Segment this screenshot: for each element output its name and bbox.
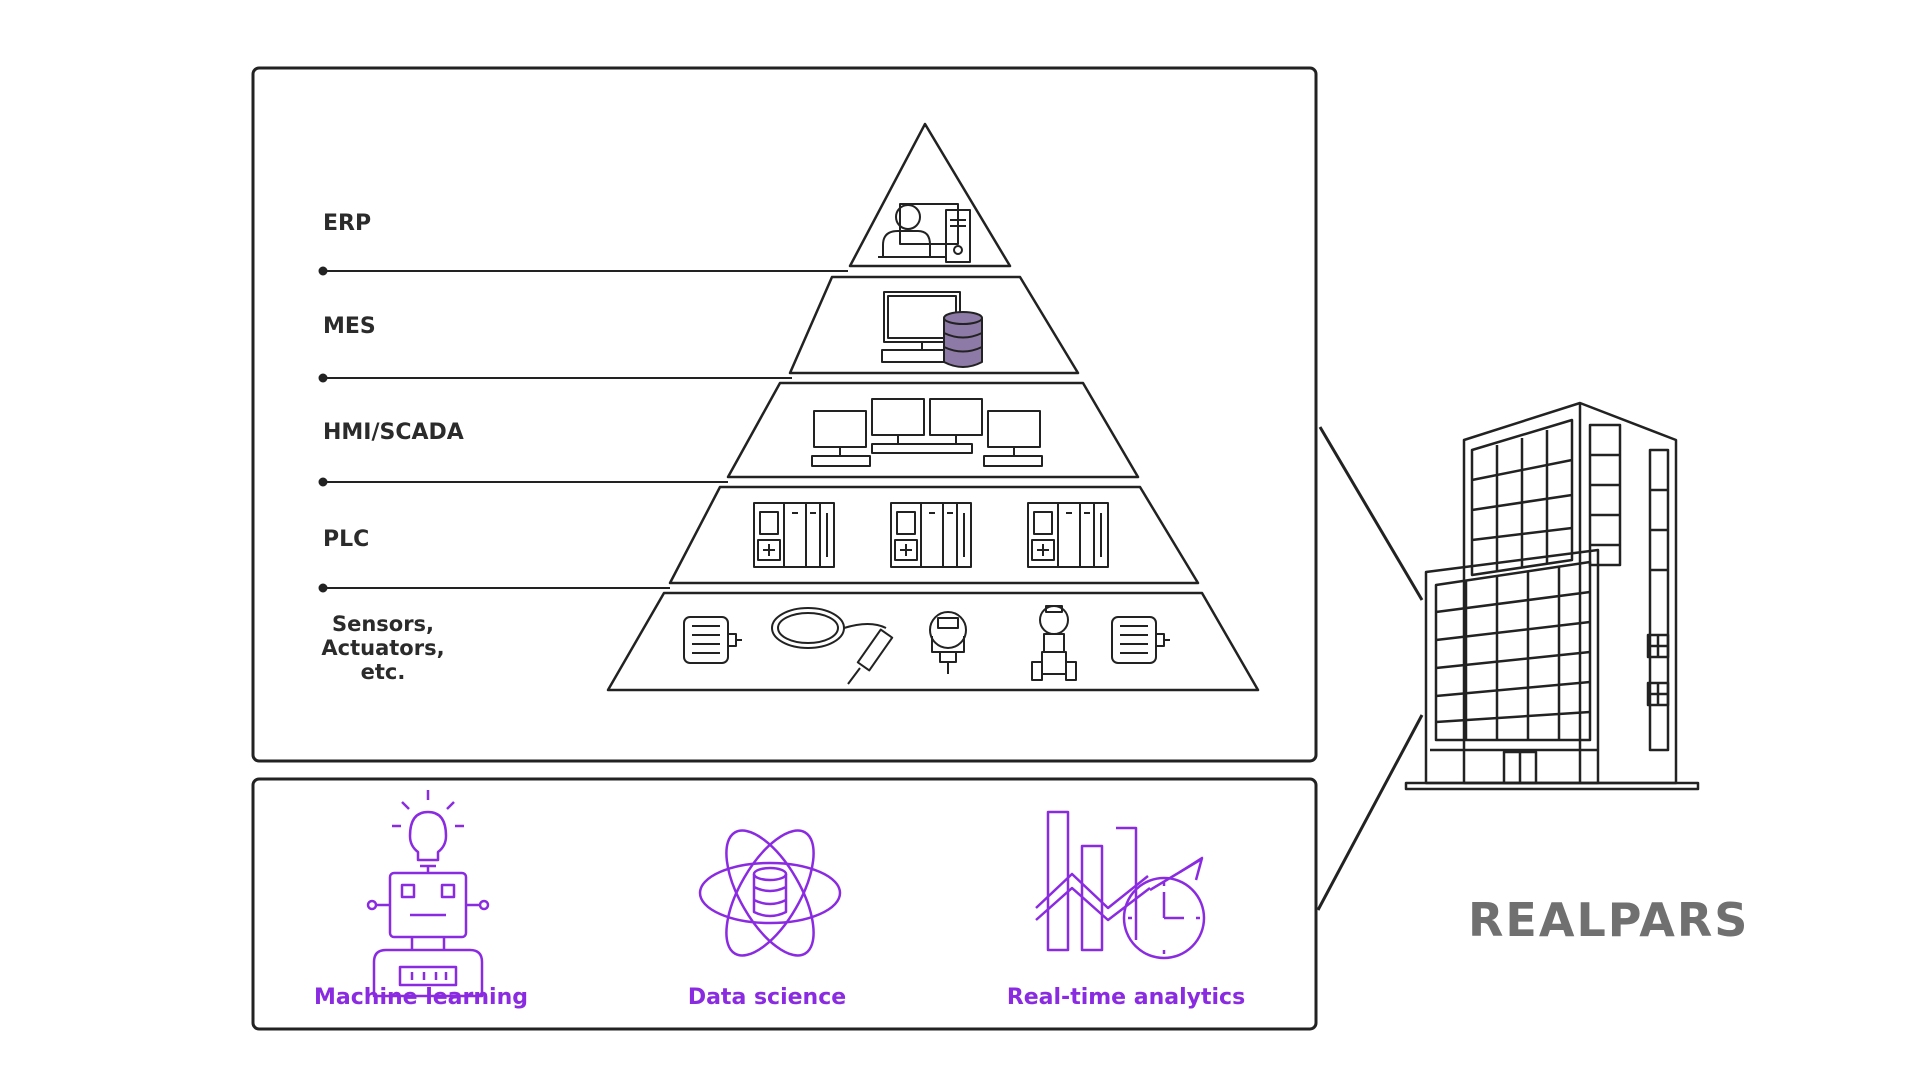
level-separators (318, 266, 848, 593)
pyramid (606, 122, 1260, 692)
field-devices-icon (683, 605, 1170, 685)
level-label-line: etc. (360, 660, 406, 684)
connector-line-top (1318, 426, 1424, 601)
motor-icon (1111, 616, 1170, 664)
separator-dot (318, 583, 328, 593)
level-label-line: Sensors, (331, 612, 435, 636)
caption-real-time-analytics: Real-time analytics (1006, 985, 1246, 1010)
analytics-icons (366, 790, 1206, 998)
caption-machine-learning: Machine learning (314, 985, 528, 1010)
automation-panel (251, 66, 1318, 763)
level-label-mes: MES (323, 314, 376, 339)
monitor-icon (871, 398, 973, 454)
level-label-sensors: Sensors, Actuators, etc. (318, 612, 448, 684)
pyramid-tier-hmi (726, 381, 1140, 479)
level-label-plc: PLC (323, 527, 370, 552)
level-label-erp: ERP (323, 211, 372, 236)
monitor-icon (811, 410, 871, 467)
monitors-icon (811, 398, 1043, 467)
proximity-sensor-icon (771, 607, 894, 685)
level-label-line: Actuators, (321, 636, 445, 660)
factory-building-icon (1404, 401, 1700, 791)
database-stack-icon (943, 311, 983, 368)
separator-dot (318, 373, 328, 383)
pyramid-tier-plc (668, 485, 1200, 585)
pyramid-tier-erp (848, 122, 1012, 268)
pyramid-tier-mes (788, 275, 1080, 375)
monitor-icon (983, 410, 1043, 467)
pyramid-tier-sensors (606, 591, 1260, 692)
separator-dot (318, 477, 328, 487)
monitor-icon (929, 398, 983, 444)
analytics-panel (251, 777, 1318, 1031)
plc-rack-icon (753, 502, 835, 568)
operator-workstation-icon (878, 203, 971, 263)
plc-rack-icon (1027, 502, 1109, 568)
realpars-logo: REALPARS (1468, 893, 1750, 947)
plc-modules-icon (753, 502, 1109, 568)
caption-data-science: Data science (687, 985, 847, 1010)
plc-rack-icon (890, 502, 972, 568)
flow-meter-icon (1031, 605, 1077, 681)
separator-dot (318, 266, 328, 276)
atom-database-icon (698, 829, 842, 957)
chart-clock-icon (1035, 810, 1206, 960)
robot-lightbulb-icon (366, 790, 490, 998)
pressure-transmitter-icon (929, 611, 967, 674)
computer-database-icon (881, 291, 983, 368)
connector-line-bottom (1316, 714, 1424, 911)
level-label-hmi-scada: HMI/SCADA (323, 420, 464, 445)
motor-icon (683, 616, 742, 664)
